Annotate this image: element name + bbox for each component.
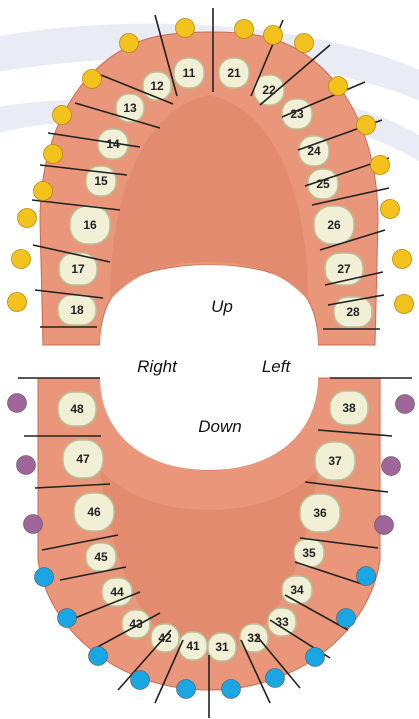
tooth-number: 21 [227, 66, 241, 80]
lower-marker-dot[interactable] [337, 609, 356, 628]
upper-marker-dot[interactable] [34, 182, 53, 201]
upper-tooth-11[interactable]: 11 [174, 58, 204, 88]
tooth-number: 46 [87, 505, 101, 519]
tooth-number: 13 [123, 101, 137, 115]
tooth-number: 44 [110, 585, 124, 599]
tooth-number: 34 [290, 583, 304, 597]
upper-marker-dot[interactable] [120, 34, 139, 53]
lower-marker-dot[interactable] [177, 680, 196, 699]
tooth-number: 48 [70, 402, 84, 416]
tooth-number: 31 [215, 640, 229, 654]
tooth-number: 41 [186, 639, 200, 653]
upper-tooth-13[interactable]: 13 [116, 94, 144, 122]
label-down: Down [198, 417, 241, 436]
tooth-number: 11 [183, 66, 196, 80]
label-left: Left [262, 357, 292, 376]
lower-marker-dot[interactable] [266, 669, 285, 688]
tooth-number: 35 [302, 546, 316, 560]
lower-marker-dot[interactable] [24, 515, 43, 534]
label-up: Up [211, 297, 233, 316]
tooth-number: 18 [70, 303, 84, 317]
lower-tooth-45[interactable]: 45 [86, 543, 116, 571]
lower-tooth-41[interactable]: 41 [179, 632, 207, 660]
upper-marker-dot[interactable] [393, 250, 412, 269]
lower-marker-dot[interactable] [8, 394, 27, 413]
tooth-number: 17 [71, 262, 85, 276]
upper-marker-dot[interactable] [53, 106, 72, 125]
tooth-number: 36 [313, 506, 327, 520]
lower-tooth-36[interactable]: 36 [300, 494, 340, 532]
tooth-number: 16 [83, 218, 97, 232]
label-right: Right [137, 357, 178, 376]
tooth-number: 38 [342, 401, 356, 415]
lower-marker-dot[interactable] [131, 671, 150, 690]
upper-tooth-26[interactable]: 26 [314, 206, 354, 244]
lower-tooth-47[interactable]: 47 [63, 440, 103, 478]
upper-marker-dot[interactable] [235, 20, 254, 39]
upper-marker-dot[interactable] [357, 116, 376, 135]
lower-marker-dot[interactable] [375, 516, 394, 535]
lower-marker-dot[interactable] [17, 456, 36, 475]
lower-tooth-34[interactable]: 34 [282, 576, 312, 604]
lower-marker-dot[interactable] [357, 567, 376, 586]
upper-marker-dot[interactable] [176, 19, 195, 38]
upper-tooth-16[interactable]: 16 [70, 206, 110, 244]
upper-marker-dot[interactable] [371, 156, 390, 175]
lower-marker-dot[interactable] [58, 609, 77, 628]
upper-marker-dot[interactable] [8, 293, 27, 312]
lower-tooth-48[interactable]: 48 [58, 392, 96, 426]
upper-marker-dot[interactable] [12, 250, 31, 269]
lower-tooth-31[interactable]: 31 [208, 633, 236, 661]
lower-tooth-37[interactable]: 37 [315, 442, 355, 480]
tooth-number: 45 [94, 550, 108, 564]
lower-marker-dot[interactable] [382, 457, 401, 476]
tooth-number: 15 [94, 174, 108, 188]
upper-tooth-12[interactable]: 12 [143, 72, 171, 100]
tooth-number: 22 [262, 83, 276, 97]
lower-tooth-43[interactable]: 43 [122, 610, 150, 638]
upper-marker-dot[interactable] [329, 77, 348, 96]
tooth-number: 27 [337, 262, 351, 276]
lower-marker-dot[interactable] [222, 680, 241, 699]
upper-marker-dot[interactable] [381, 200, 400, 219]
tooth-number: 26 [327, 218, 341, 232]
upper-tooth-23[interactable]: 23 [282, 99, 312, 129]
lower-marker-dot[interactable] [89, 647, 108, 666]
lower-marker-dot[interactable] [306, 648, 325, 667]
lower-tooth-38[interactable]: 38 [330, 391, 368, 425]
upper-marker-dot[interactable] [264, 26, 283, 45]
upper-tooth-18[interactable]: 18 [58, 295, 96, 325]
upper-marker-dot[interactable] [18, 209, 37, 228]
upper-marker-dot[interactable] [295, 34, 314, 53]
upper-tooth-28[interactable]: 28 [334, 297, 372, 327]
lower-marker-dot[interactable] [35, 568, 54, 587]
upper-marker-dot[interactable] [83, 70, 102, 89]
upper-marker-dot[interactable] [44, 145, 63, 164]
tooth-number: 37 [328, 454, 342, 468]
tooth-number: 28 [346, 305, 360, 319]
lower-tooth-46[interactable]: 46 [74, 493, 114, 531]
tooth-number: 47 [76, 452, 90, 466]
tooth-number: 12 [150, 79, 164, 93]
upper-marker-dot[interactable] [395, 295, 414, 314]
lower-marker-dot[interactable] [396, 395, 415, 414]
upper-tooth-21[interactable]: 21 [219, 58, 249, 88]
